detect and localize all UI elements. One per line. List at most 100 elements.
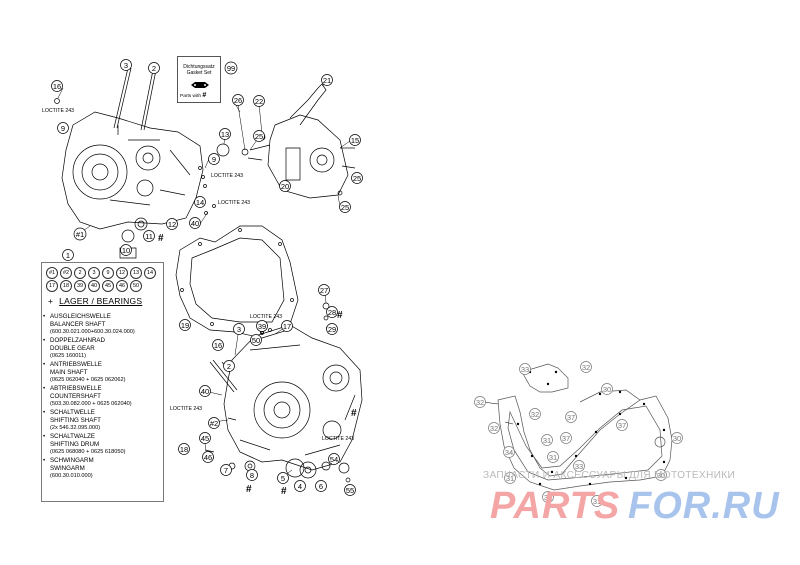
- part-callout: 25: [253, 130, 265, 142]
- callout-number: 16: [53, 82, 61, 91]
- callout-number: 31: [543, 436, 551, 445]
- callout-circle: [547, 451, 559, 463]
- part-callout: 15: [349, 134, 361, 146]
- callout-number: 7: [224, 466, 228, 475]
- callout-circle: [246, 469, 258, 481]
- kit-part-chip: 46: [116, 280, 128, 292]
- part-callout: 31: [547, 451, 559, 463]
- bearing-name-de: SCHWINGARM: [50, 457, 165, 465]
- callout-circle: [339, 201, 351, 213]
- callout-number: 31: [593, 497, 601, 506]
- part-callout: 12: [166, 218, 178, 230]
- callout-circle: [351, 172, 363, 184]
- kit-part-chip: 50: [130, 280, 142, 292]
- part-callout: 4: [294, 480, 306, 492]
- callout-circle: [573, 460, 585, 472]
- bearing-item: ABTRIEBSWELLECOUNTERSHAFT(503.30.082.000…: [50, 385, 165, 408]
- part-callout: #2: [208, 417, 220, 429]
- part-callout: 28: [326, 306, 338, 318]
- callout-circle: [120, 244, 132, 256]
- part-callout: 13: [219, 128, 231, 140]
- bearing-name-en: BALANCER SHAFT: [50, 321, 106, 328]
- watermark-logo-right: FOR.RU: [628, 485, 780, 524]
- callout-number: 3: [237, 325, 241, 334]
- callout-number: 32: [531, 410, 539, 419]
- callout-number: 55: [346, 486, 354, 495]
- callout-number: 25: [353, 174, 361, 183]
- callout-number: 37: [562, 434, 570, 443]
- watermark-logo: PARTS FOR.RU: [490, 485, 780, 524]
- bearing-part-numbers: (0625 160011): [50, 353, 86, 359]
- callout-number: 30: [673, 434, 681, 443]
- part-callout: 37: [560, 432, 572, 444]
- loctite-label: LOCTITE 243: [211, 173, 243, 179]
- callout-circle: [529, 408, 541, 420]
- part-callout: #1: [73, 227, 87, 241]
- part-callout: 11: [143, 230, 155, 242]
- bearing-name-de: ANTRIEBSWELLE: [50, 361, 165, 369]
- hash-marker: #: [246, 484, 252, 495]
- callout-number: 6: [319, 482, 323, 491]
- hash-marker: #: [351, 408, 357, 419]
- callout-number: 19: [181, 321, 189, 330]
- callout-number: 1: [66, 251, 70, 260]
- callout-circle: [189, 217, 201, 229]
- callout-number: 9: [61, 124, 65, 133]
- callout-circle: [202, 451, 214, 463]
- callout-circle: [199, 432, 211, 444]
- part-callout: 31: [591, 495, 603, 507]
- kit-part-chip: 12: [116, 267, 128, 279]
- callout-circle: [62, 249, 74, 261]
- callout-circle: [321, 74, 333, 86]
- part-callout: 33: [519, 363, 531, 375]
- callout-circle: [232, 94, 244, 106]
- part-callout: 99: [224, 61, 238, 75]
- callout-circle: [208, 417, 220, 429]
- kit-part-chip: 9: [102, 267, 114, 279]
- part-callout: 14: [194, 196, 206, 208]
- bearing-part-numbers: (0625 068080 + 0625 618050): [50, 449, 126, 455]
- callout-circle: [73, 227, 87, 241]
- loctite-label: LOCTITE 243: [170, 406, 202, 412]
- part-callout: 31: [504, 472, 516, 484]
- callout-circle: [279, 180, 291, 192]
- hash-marker: #: [281, 486, 287, 497]
- callout-number: 32: [476, 398, 484, 407]
- part-callout: 3: [233, 323, 245, 335]
- callout-circle: [277, 472, 289, 484]
- callout-number: 25: [341, 203, 349, 212]
- kit-part-chip: 14: [144, 267, 156, 279]
- part-callout: 19: [179, 319, 191, 331]
- bearings-title: LAGER / BEARINGS: [59, 296, 143, 306]
- callout-circle: [474, 396, 486, 408]
- callout-circle: [541, 434, 553, 446]
- callout-circle: [601, 383, 613, 395]
- callout-circle: [503, 446, 515, 458]
- part-callout: 20: [279, 180, 291, 192]
- callout-circle: [57, 122, 69, 134]
- loctite-label: LOCTITE 243: [42, 108, 74, 114]
- callout-circle: [344, 484, 356, 496]
- part-callout: 45: [199, 432, 211, 444]
- bearing-part-numbers: (600.30.021.000+600.30.024.000): [50, 329, 135, 335]
- callout-circle: [250, 334, 262, 346]
- callout-number: 32: [490, 424, 498, 433]
- bearing-name-en: COUNTERSHAFT: [50, 393, 101, 400]
- gasket-set-title-de: Dichtungssatz: [183, 64, 215, 70]
- kit-part-chip: 3: [88, 267, 100, 279]
- callout-circle: [281, 320, 293, 332]
- part-callout: 39: [256, 320, 268, 332]
- gasket-set-box: Dichtungssatz Gasket Set Parts with #: [177, 56, 221, 103]
- part-callout: 18: [178, 443, 190, 455]
- callout-number: 34: [505, 448, 513, 457]
- bearing-part-numbers: (0625 062040 + 0625 062062): [50, 377, 126, 383]
- bearing-name-en: SHIFTING DRUM: [50, 441, 100, 448]
- callout-number: 37: [618, 421, 626, 430]
- kit-part-chip: 45: [102, 280, 114, 292]
